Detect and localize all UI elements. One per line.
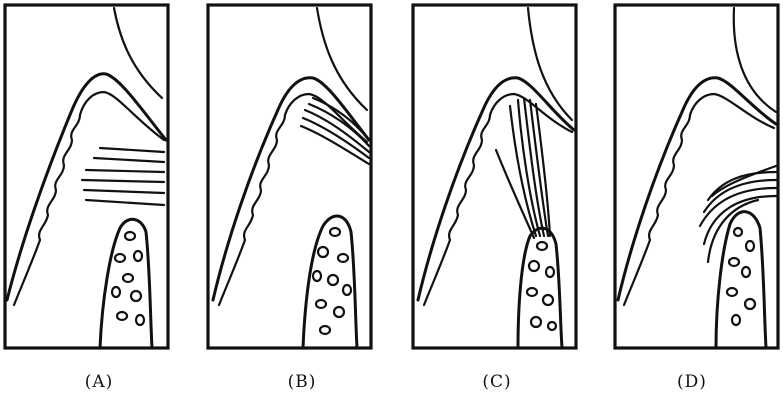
panel-b-drawing xyxy=(205,0,375,360)
bone-marrow-cells xyxy=(527,242,556,330)
tooth-crown-outline xyxy=(317,8,367,110)
panel-a xyxy=(2,0,172,360)
panel-frame xyxy=(208,5,371,348)
panel-b-caption: (B) xyxy=(217,372,387,392)
bone-marrow-cells xyxy=(313,228,351,334)
panel-b xyxy=(205,0,375,360)
panel-frame xyxy=(615,5,778,348)
panel-d xyxy=(612,0,782,360)
panel-d-drawing xyxy=(612,0,782,360)
panel-a-caption: (A) xyxy=(14,372,184,392)
bone-marrow-cells xyxy=(112,232,144,325)
panel-d-caption: (D) xyxy=(607,372,777,392)
panel-c-drawing xyxy=(410,0,580,360)
tooth-crown-outline xyxy=(734,8,776,112)
tooth-crown-outline xyxy=(528,8,572,120)
gingival-fibers xyxy=(496,98,550,238)
panel-c-caption: (C) xyxy=(412,372,582,392)
panel-c xyxy=(410,0,580,360)
gingival-fibers xyxy=(82,148,164,205)
panel-frame xyxy=(5,5,168,348)
gingiva-outer-surface xyxy=(213,78,369,300)
panel-a-drawing xyxy=(2,0,172,360)
gingival-fibers xyxy=(301,98,369,164)
bone-marrow-cells xyxy=(727,228,755,325)
alveolar-bone-crest xyxy=(518,228,562,348)
